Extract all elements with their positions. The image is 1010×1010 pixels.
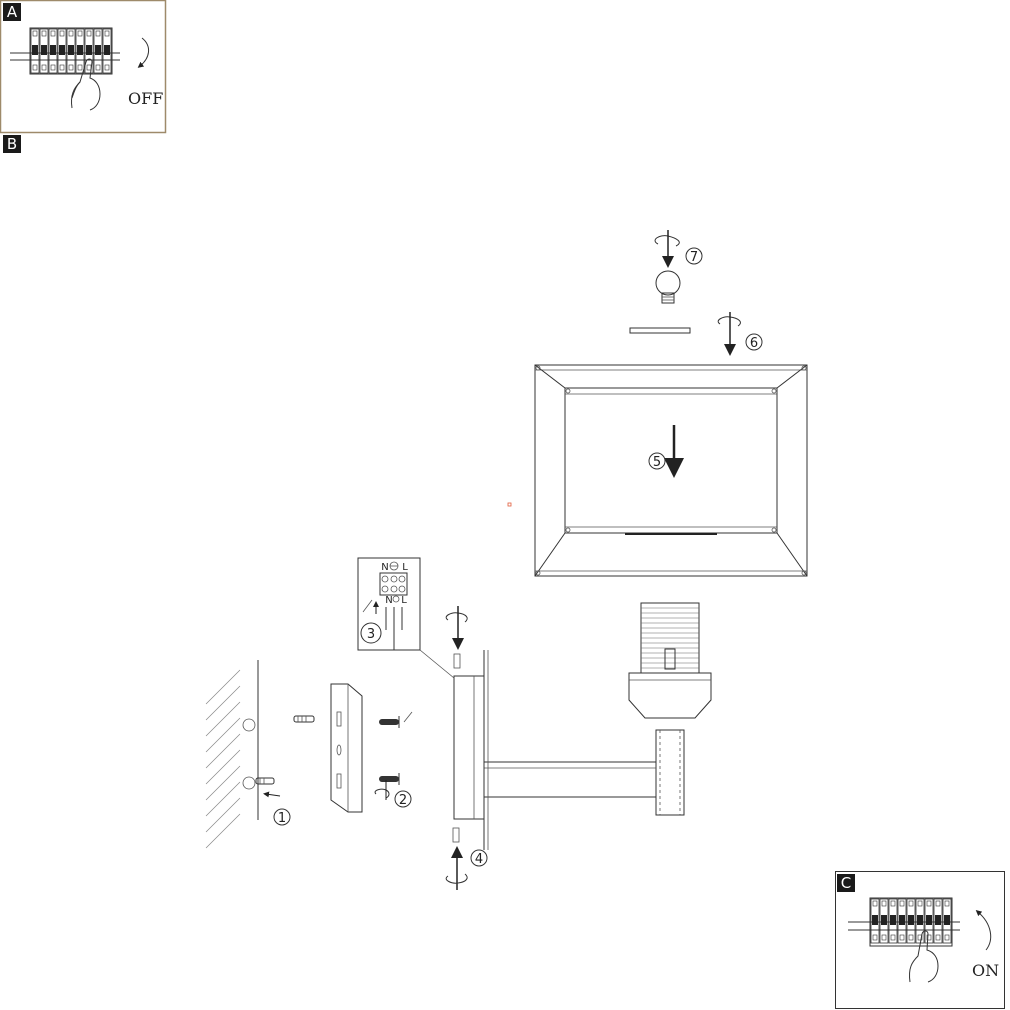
shade-inner-frame	[564, 387, 778, 534]
wall-plug-icon	[255, 777, 275, 785]
screw-icon	[379, 711, 413, 728]
step-4-number: 4	[475, 852, 483, 867]
breaker-strip-icon	[10, 27, 120, 75]
top-screw	[453, 653, 461, 669]
step-2-bracket: 2	[330, 683, 413, 813]
terminal-n-label-lower: N	[385, 595, 392, 606]
step-2-number: 2	[399, 793, 407, 808]
rotate-down-arrow-icon	[137, 37, 149, 68]
step-2-circle	[394, 790, 412, 808]
arm-tube	[483, 761, 657, 798]
step-7-bulb: 7	[654, 230, 703, 304]
step-1-wall: 1	[205, 660, 315, 849]
step-5-number: 5	[653, 455, 661, 470]
step-7-circle	[685, 247, 703, 265]
breaker-module	[102, 28, 112, 74]
breaker-module	[93, 28, 103, 74]
breaker-module	[933, 898, 943, 944]
step-5-shade: 5	[534, 364, 808, 577]
breaker-module	[48, 28, 58, 74]
screwdriver-icon	[362, 599, 373, 613]
reference-mark	[507, 502, 512, 507]
drill-hole	[242, 776, 256, 790]
panel-b-badge-label: B	[7, 135, 17, 153]
wall-plug-icon	[293, 715, 315, 723]
rotate-icon	[654, 235, 680, 247]
terminal-l-label: L	[402, 562, 408, 573]
breaker-module	[870, 898, 880, 944]
panel-b-marker: B	[3, 135, 21, 153]
hand-icon	[71, 58, 101, 111]
panel-c-badge	[837, 874, 855, 892]
panel-a-breaker-off: A OFF	[0, 0, 167, 134]
panel-c-breaker-on: C ON	[835, 871, 1005, 1009]
screw-icon	[379, 773, 400, 785]
panel-a-off-label: OFF	[128, 89, 163, 108]
step-5-circle	[648, 452, 666, 470]
panel-c-badge-label: C	[841, 874, 851, 892]
bottom-screw	[452, 827, 460, 843]
terminal-block-icon	[379, 572, 408, 596]
panel-a-frame	[0, 0, 167, 134]
hand-icon	[909, 930, 939, 983]
wiring-callout-box	[357, 557, 421, 651]
cover-plate	[629, 327, 691, 334]
wires-icon	[385, 607, 403, 650]
socket-collar	[628, 672, 712, 719]
terminal-n-label: N	[381, 562, 388, 573]
step-3-wiring-detail: N L N L 3	[357, 557, 421, 651]
panel-a-badge	[3, 3, 21, 21]
drill-hole	[242, 718, 256, 732]
step-4-circle	[470, 849, 488, 867]
step-6-circle	[745, 333, 763, 351]
step-6-cover-plate: 6	[629, 312, 763, 356]
panel-a-badge-label: A	[7, 3, 18, 21]
breaker-module	[888, 898, 898, 944]
rotate-icon	[445, 873, 468, 884]
breaker-module	[924, 898, 934, 944]
step-3-number: 3	[367, 627, 375, 642]
breaker-module	[57, 28, 67, 74]
lamp-holder	[628, 602, 712, 816]
bulb-icon	[655, 270, 681, 304]
breaker-module	[906, 898, 916, 944]
breaker-module	[75, 28, 85, 74]
breaker-module	[30, 28, 40, 74]
breaker-module	[84, 28, 94, 74]
rotate-icon	[445, 612, 468, 623]
left-arrow-icon	[263, 791, 281, 798]
callout-line	[419, 649, 455, 679]
shade-outer-frame	[534, 364, 808, 577]
rotate-up-arrow-icon	[975, 910, 992, 951]
terminal-l-label-lower: L	[401, 595, 407, 606]
mounting-box	[453, 675, 485, 820]
breaker-module	[66, 28, 76, 74]
panel-c-on-label: ON	[972, 961, 999, 980]
step-4-backplate: 4	[419, 606, 489, 890]
step-7-number: 7	[690, 250, 698, 265]
breaker-module	[942, 898, 952, 944]
step-1-circle	[273, 808, 291, 826]
panel-b-badge	[3, 135, 21, 153]
breaker-strip-icon	[848, 897, 960, 947]
rotate-icon	[374, 788, 390, 799]
breaker-module	[897, 898, 907, 944]
breaker-module	[39, 28, 49, 74]
earth-icon	[392, 595, 400, 603]
breaker-module	[879, 898, 889, 944]
mounting-bracket	[330, 683, 363, 813]
step-6-number: 6	[750, 336, 758, 351]
step-3-circle	[360, 622, 382, 644]
step-1-number: 1	[278, 811, 286, 826]
wall-arm	[483, 761, 657, 798]
